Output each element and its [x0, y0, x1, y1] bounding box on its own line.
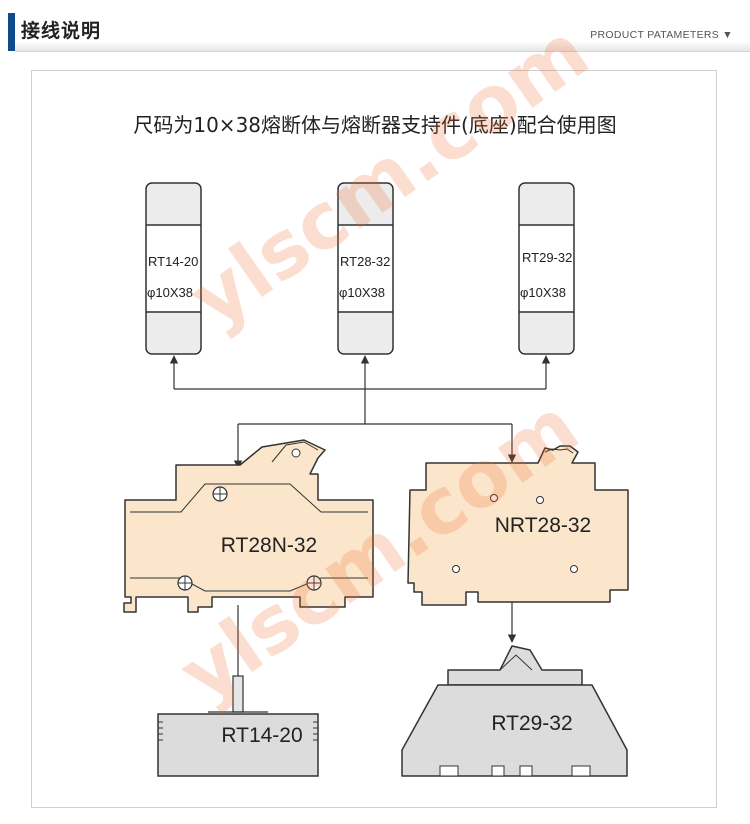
diagram-title: 尺码为10×38熔断体与熔断器支持件(底座)配合使用图	[133, 113, 616, 137]
holder-nrt28-32: NRT28-32	[407, 445, 629, 606]
diagram-frame	[31, 70, 717, 808]
section-title: 接线说明	[21, 20, 102, 42]
fuse-size-label: φ10X38	[147, 285, 193, 300]
header-accent-bar	[8, 13, 15, 51]
product-parameters-link[interactable]: PRODUCT PATAMETERS ▼	[590, 29, 733, 41]
base-model-label: RT14-20	[221, 724, 302, 747]
holder-model-label: RT28N-32	[221, 534, 318, 557]
fuse-model-label: RT14-20	[148, 254, 198, 269]
fuse-model-label: RT29-32	[522, 250, 572, 265]
fuse-size-label: φ10X38	[520, 285, 566, 300]
fuse-model-label: RT28-32	[340, 254, 390, 269]
fuse-size-label: φ10X38	[339, 285, 385, 300]
fuse-rt29-32: RT29-32 φ10X38	[518, 182, 575, 355]
holder-model-label: NRT28-32	[495, 514, 592, 537]
terminal-screw-icon	[212, 486, 228, 502]
fuse-rt28-32: RT28-32 φ10X38	[337, 182, 394, 355]
base-model-label: RT29-32	[491, 712, 572, 735]
base-rt14-20: RT14-20	[157, 675, 319, 777]
section-header: 接线说明 PRODUCT PATAMETERS ▼	[0, 13, 750, 55]
header-band	[15, 41, 750, 52]
connector-lines	[169, 355, 551, 707]
base-rt29-32: RT29-32	[401, 645, 628, 777]
terminal-screw-icon	[177, 575, 193, 591]
fuse-rt14-20: RT14-20 φ10X38	[145, 182, 202, 355]
terminal-screw-icon	[306, 575, 322, 591]
holder-rt28n-32: RT28N-32	[123, 439, 374, 613]
